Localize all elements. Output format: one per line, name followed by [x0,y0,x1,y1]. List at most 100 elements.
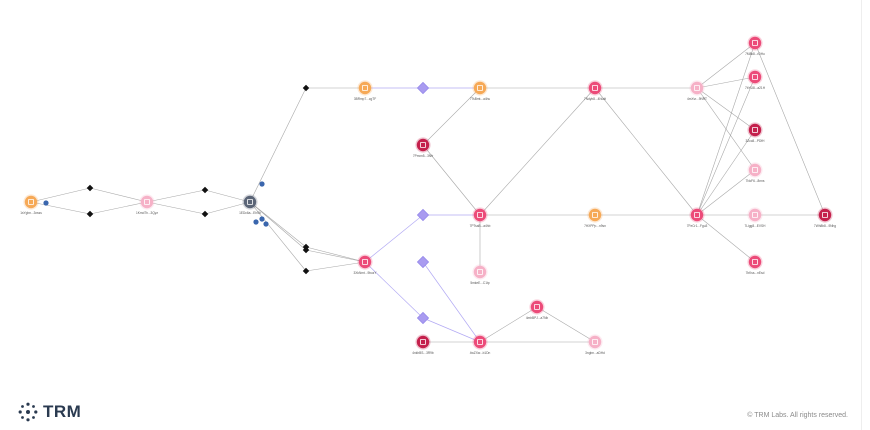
connector-diamond[interactable] [86,184,94,192]
node-circle [140,195,154,209]
graph-node[interactable]: 1Kmd7h...3Qyz [136,194,158,215]
graph-edge[interactable] [422,261,481,343]
graph-node[interactable]: 7Wh8b8...9Nhg [814,207,836,228]
graph-node[interactable]: 3BRmp7...cgTF [354,80,376,101]
node-label: 7HXPPp...n9sn [584,224,606,228]
connector-diamond[interactable] [86,210,94,218]
connector-diamond[interactable] [302,246,310,254]
graph-node[interactable]: 7NcF6...8nns [746,162,765,183]
graph-node[interactable]: 7TsBmt...a4hu [470,80,491,101]
cluster-diamond[interactable] [416,208,430,222]
graph-node[interactable]: 7Ligg8...EVSH [745,207,767,228]
graph-edge[interactable] [754,42,826,216]
wallet-icon [752,40,759,47]
graph-edge[interactable] [30,201,91,215]
node-label: 7Ligg8...EVSH [745,224,767,228]
graph-edge[interactable] [536,306,596,343]
graph-node[interactable]: 4wZXw...b1Dn [470,334,491,355]
graph-edge[interactable] [364,214,424,263]
node-circle [243,195,257,209]
node-label: 1Kmd7h...3Qyz [136,211,158,215]
wallet-icon [592,338,599,345]
graph-edge[interactable] [146,189,206,203]
graph-edge[interactable] [422,317,481,343]
connector-diamond[interactable] [302,84,310,92]
node-label: 1EDc6a...EhSb [239,211,261,215]
blue-dot-marker [253,219,259,225]
graph-node[interactable]: 7Pmxn5...3Nfr [413,137,434,158]
node-circle [748,70,762,84]
graph-edge[interactable] [305,249,366,263]
graph-node[interactable]: 7PTsaB...a4hb [470,207,491,228]
graph-node[interactable]: 3XkNmt...9buzY [353,254,377,275]
node-circle [358,81,372,95]
graph-edge[interactable] [696,129,756,216]
graph-node[interactable]: 1sYgbn...3xsss [20,194,42,215]
graph-edge[interactable] [249,201,307,251]
graph-edge[interactable] [146,201,206,215]
graph-node[interactable]: 4mhBPJ...a7Nb [526,299,549,320]
graph-edge[interactable] [364,261,424,319]
wallet-icon [419,338,426,345]
connector-diamond[interactable] [302,267,310,275]
graph-edge[interactable] [30,187,91,203]
node-circle [818,208,832,222]
graph-edge[interactable] [696,42,756,216]
graph-edge[interactable] [305,246,366,263]
graph-node[interactable]: 7FeCr1...Fgu3 [687,207,708,228]
graph-edge[interactable] [594,87,698,216]
connector-diamond[interactable] [201,210,209,218]
cluster-diamond[interactable] [416,311,430,325]
graph-node[interactable]: 7bYU8...a21H [745,69,766,90]
graph-node[interactable]: 3ngbn...aDHd [585,334,605,355]
graph-node[interactable]: 5mkeE...C1tp [470,264,490,285]
graph-edge[interactable] [249,201,307,248]
graph-edge[interactable] [696,76,756,89]
wallet-icon [822,211,829,218]
cluster-diamond[interactable] [416,81,430,95]
node-label: 7bYU8...a21H [745,86,766,90]
graph-edge[interactable] [89,201,148,215]
node-circle [748,255,762,269]
graph-edge[interactable] [696,169,756,216]
graph-edge[interactable] [479,87,596,216]
node-label: 4nkhBS...3R9b [412,351,434,355]
connector-diamond[interactable] [201,186,209,194]
graph-node[interactable]: 4mXvr...9NRT [687,80,707,101]
node-label: 7FeCr1...Fgu3 [687,224,708,228]
graph-node[interactable]: 7HXPPp...n9sn [584,207,606,228]
graph-edge[interactable] [204,189,251,203]
graph-edge[interactable] [422,144,481,216]
graph-node[interactable]: 7Ndyb8...4Nudt [584,80,606,101]
graph-edge[interactable] [696,76,756,216]
blue-dot-marker [259,216,265,222]
node-circle [416,138,430,152]
graph-node[interactable]: 7bKss...nEsd [746,254,765,275]
wallet-icon [752,166,759,173]
graph-edge[interactable] [249,87,307,203]
graph-edge[interactable] [249,201,307,272]
node-label: 4mXvr...9NRT [687,97,707,101]
graph-edge[interactable] [204,201,251,215]
graph-node[interactable]: 3Zcc8...PDfH [746,122,766,143]
wallet-icon [752,258,759,265]
trm-logo: TRM [18,402,81,422]
graph-edge[interactable] [422,87,481,146]
graph-edge[interactable] [696,42,756,89]
graph-edge[interactable] [479,306,538,343]
edges-layer [30,42,826,344]
graph-edge[interactable] [696,87,756,131]
node-circle [473,208,487,222]
graph-edge[interactable] [696,214,756,263]
graph-node[interactable]: 7M8k8...rDHu [745,35,765,56]
graph-node[interactable]: 1EDc6a...EhSb [239,194,261,215]
graph-edge[interactable] [305,261,366,272]
wallet-icon [246,198,253,205]
cluster-diamond[interactable] [416,255,430,269]
graph-edge[interactable] [89,187,148,203]
graph-node[interactable]: 4nkhBS...3R9b [412,334,434,355]
blue-dot-marker [43,200,49,206]
wallet-icon [476,211,483,218]
